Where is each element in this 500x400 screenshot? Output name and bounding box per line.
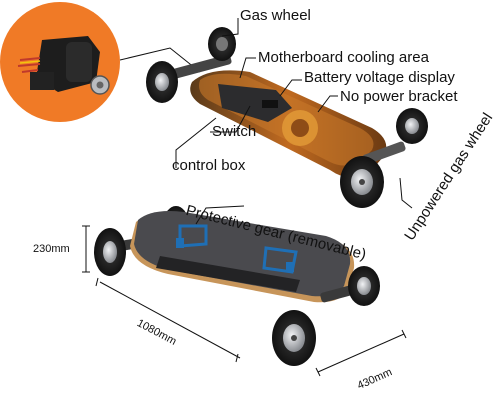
label-switch: Switch xyxy=(212,123,257,140)
dimension-height: 230mm xyxy=(33,243,70,255)
inset-leader-line xyxy=(119,47,201,73)
dimension-lines xyxy=(82,205,407,377)
label-motherboard-cooling-area: Motherboard cooling area xyxy=(258,49,429,66)
label-battery-voltage-display: Battery voltage display xyxy=(304,69,455,86)
label-no-power-bracket: No power bracket xyxy=(340,88,458,105)
upper-leader-lines xyxy=(175,18,413,209)
lower-skateboard xyxy=(94,206,380,366)
motor-closeup-inset xyxy=(0,2,120,122)
upper-skateboard xyxy=(146,27,428,208)
label-control-box: control box xyxy=(172,157,246,174)
label-gas-wheel: Gas wheel xyxy=(240,7,311,24)
